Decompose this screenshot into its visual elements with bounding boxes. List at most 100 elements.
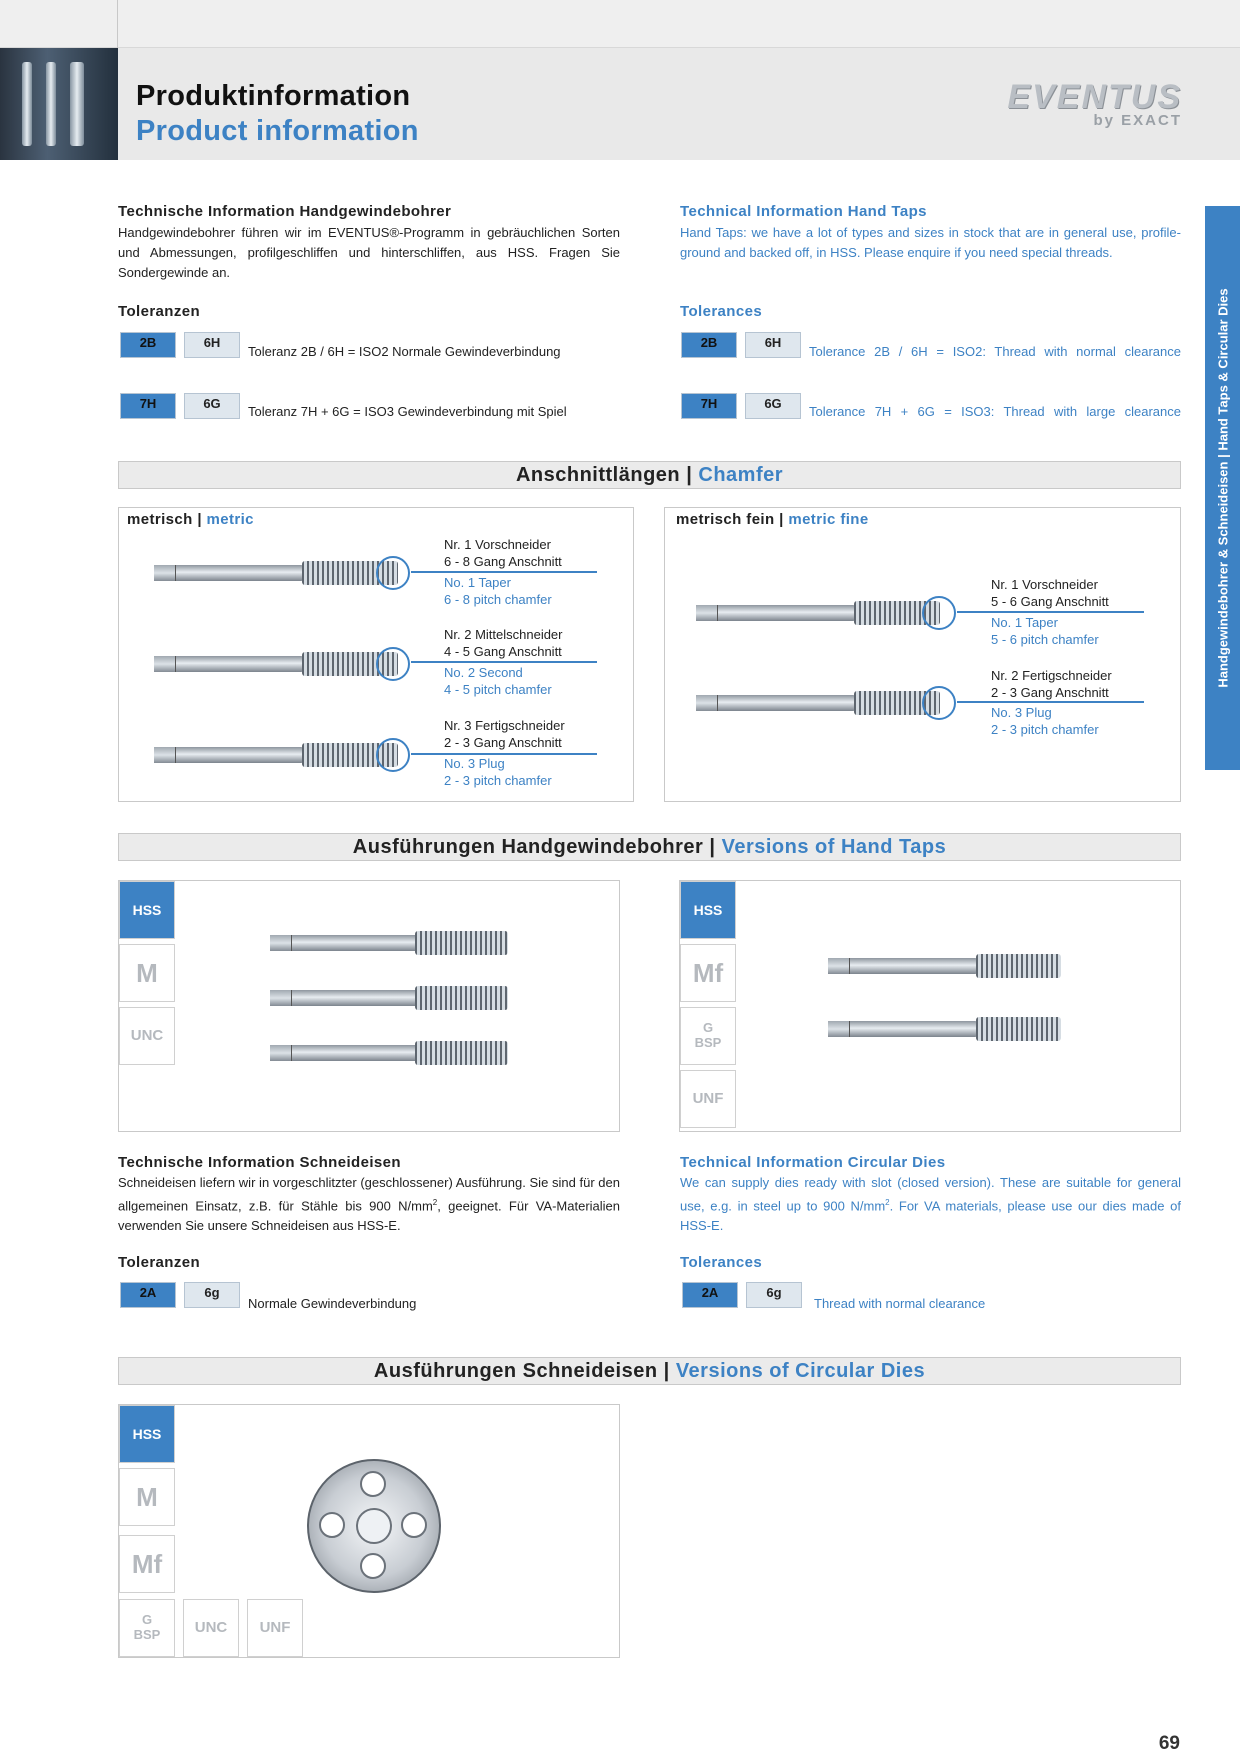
fine-leader-line-1 (957, 611, 1144, 613)
chamfer-bar-en: Chamfer (698, 464, 784, 486)
header-product-image (0, 48, 118, 160)
metric-item-1-de: Nr. 1 Vorschneider 6 - 8 Gang Anschnitt (444, 536, 562, 570)
metric-fine-label-en: metric fine (788, 511, 869, 528)
versions-taps-bar: Ausführungen Handgewindebohrer | Version… (118, 833, 1181, 861)
dies-badge-6g-en: 6g (746, 1282, 802, 1308)
label-separator: | (779, 511, 784, 528)
fine-item-1-de: Nr. 1 Vorschneider 5 - 6 Gang Anschnitt (991, 576, 1109, 610)
die-type-unf-icon: UNF (247, 1599, 303, 1657)
metric-item-1-de1: Nr. 1 Vorschneider (444, 537, 551, 552)
page-number: 69 (1158, 1733, 1180, 1754)
metric-fine-label: metrisch fein | metric fine (676, 511, 869, 528)
metric-label-de: metrisch (127, 511, 193, 528)
hss-badge-taps-left: HSS (119, 881, 175, 939)
version-fine-tap-2-image (828, 1016, 1061, 1042)
fine-item-2-en1: No. 3 Plug (991, 705, 1052, 720)
taps-heading-de: Technische Information Handgewindebohrer (118, 203, 452, 220)
fine-tap-2-image (696, 690, 940, 716)
die-type-m-icon: M (119, 1468, 175, 1526)
metric-tap-3-image (154, 742, 398, 768)
fine-item-1-en1: No. 1 Taper (991, 615, 1058, 630)
fine-item-2-de1: Nr. 2 Fertigschneider (991, 668, 1112, 683)
dies-badge-6g: 6g (184, 1282, 240, 1308)
type-unc-icon: UNC (119, 1007, 175, 1065)
dies-text-en-a: We can supply dies ready with slot (clos… (680, 1175, 1181, 1214)
dies-text-de-a: Schneideisen liefern wir in vorgeschlitz… (118, 1175, 620, 1214)
versions-dies-bar-en: Versions of Circular Dies (675, 1360, 926, 1382)
superscript-2: 2 (885, 1198, 890, 1207)
tolerance-note-de-1: Toleranz 2B / 6H = ISO2 Normale Gewindev… (248, 344, 561, 359)
metric-item-2-en2: 4 - 5 pitch chamfer (444, 682, 552, 697)
metric-tap-1-image (154, 560, 398, 586)
header-divider (117, 0, 118, 48)
fine-item-2-de: Nr. 2 Fertigschneider 2 - 3 Gang Anschni… (991, 667, 1112, 701)
taps-heading-en: Technical Information Hand Taps (680, 203, 927, 220)
logo-sub-text: by EXACT (1093, 112, 1182, 129)
type-g-bsp-icon: G BSP (680, 1007, 736, 1065)
chamfer-bar-de: Anschnittlängen (515, 464, 681, 486)
chamfer-section-bar: Anschnittlängen | Chamfer (118, 461, 1181, 489)
fine-chamfer-circle-2 (922, 686, 956, 720)
dies-tolerances-heading-de: Toleranzen (118, 1254, 201, 1271)
metric-item-3-en1: No. 3 Plug (444, 756, 505, 771)
versions-taps-bar-en: Versions of Hand Taps (721, 836, 947, 858)
page-title-de: Produktinformation (136, 80, 411, 112)
tolerance-badge-6h: 6H (184, 332, 240, 358)
die-bsp-label: BSP (133, 1627, 161, 1642)
tolerance-badge-2b: 2B (120, 332, 176, 358)
leader-line-3 (411, 753, 597, 755)
metric-item-1-en2: 6 - 8 pitch chamfer (444, 592, 552, 607)
bar-separator: | (663, 1360, 670, 1382)
label-separator: | (197, 511, 202, 528)
taps-text-en: Hand Taps: we have a lot of types and si… (680, 225, 1181, 260)
taps-text-de: Handgewindebohrer führen wir im EVENTUS®… (118, 225, 620, 280)
tolerance-badge-6h-en: 6H (745, 332, 801, 358)
eventus-logo: EVENTUS by EXACT (980, 78, 1190, 130)
version-tap-2-image (270, 985, 508, 1011)
dies-text-de: Schneideisen liefern wir in vorgeschlitz… (118, 1173, 620, 1236)
g-label: G (702, 1020, 714, 1035)
hss-badge-dies: HSS (119, 1405, 175, 1463)
metric-item-1-de2: 6 - 8 Gang Anschnitt (444, 554, 562, 569)
chamfer-circle-2 (376, 647, 410, 681)
type-mf-icon: Mf (680, 944, 736, 1002)
metric-item-2-de2: 4 - 5 Gang Anschnitt (444, 644, 562, 659)
versions-taps-left-box (118, 880, 620, 1132)
metric-fine-label-de: metrisch fein (676, 511, 775, 528)
fine-chamfer-circle-1 (922, 596, 956, 630)
section-side-tab[interactable] (1205, 206, 1240, 770)
die-type-g-bsp-icon: G BSP (119, 1599, 175, 1657)
versions-dies-bar-de: Ausführungen Schneideisen (373, 1360, 658, 1382)
hss-badge-taps-right: HSS (680, 881, 736, 939)
dies-badge-2a: 2A (120, 1282, 176, 1308)
dies-heading-en: Technical Information Circular Dies (680, 1154, 946, 1171)
tolerance-badge-2b-en: 2B (681, 332, 737, 358)
type-m-icon: M (119, 944, 175, 1002)
bar-separator: | (686, 464, 693, 486)
die-g-label: G (141, 1612, 153, 1627)
metric-tap-2-image (154, 651, 398, 677)
metric-item-3-en: No. 3 Plug 2 - 3 pitch chamfer (444, 755, 552, 789)
metric-label: metrisch | metric (127, 511, 254, 528)
fine-item-1-en2: 5 - 6 pitch chamfer (991, 632, 1099, 647)
chamfer-circle-3 (376, 738, 410, 772)
metric-item-3-de1: Nr. 3 Fertigschneider (444, 718, 565, 733)
side-tab-label: Handgewindebohrer & Schneideisen | Hand … (1215, 288, 1231, 688)
versions-taps-right-box (679, 880, 1181, 1132)
fine-item-1-en: No. 1 Taper 5 - 6 pitch chamfer (991, 614, 1099, 648)
version-tap-1-image (270, 930, 508, 956)
versions-dies-bar: Ausführungen Schneideisen | Versions of … (118, 1357, 1181, 1385)
type-unf-icon: UNF (680, 1070, 736, 1128)
version-fine-tap-1-image (828, 953, 1061, 979)
fine-item-1-de1: Nr. 1 Vorschneider (991, 577, 1098, 592)
tolerances-heading-de: Toleranzen (118, 303, 201, 320)
tolerance-badge-7h: 7H (120, 393, 176, 419)
dies-tolerances-heading-en: Tolerances (680, 1254, 763, 1271)
metric-item-1-en: No. 1 Taper 6 - 8 pitch chamfer (444, 574, 552, 608)
fine-item-2-de2: 2 - 3 Gang Anschnitt (991, 685, 1109, 700)
page-title-en: Product information (136, 115, 419, 147)
dies-text-en: We can supply dies ready with slot (clos… (680, 1173, 1181, 1236)
metric-item-3-en2: 2 - 3 pitch chamfer (444, 773, 552, 788)
fine-item-1-de2: 5 - 6 Gang Anschnitt (991, 594, 1109, 609)
metric-item-2-en1: No. 2 Second (444, 665, 523, 680)
